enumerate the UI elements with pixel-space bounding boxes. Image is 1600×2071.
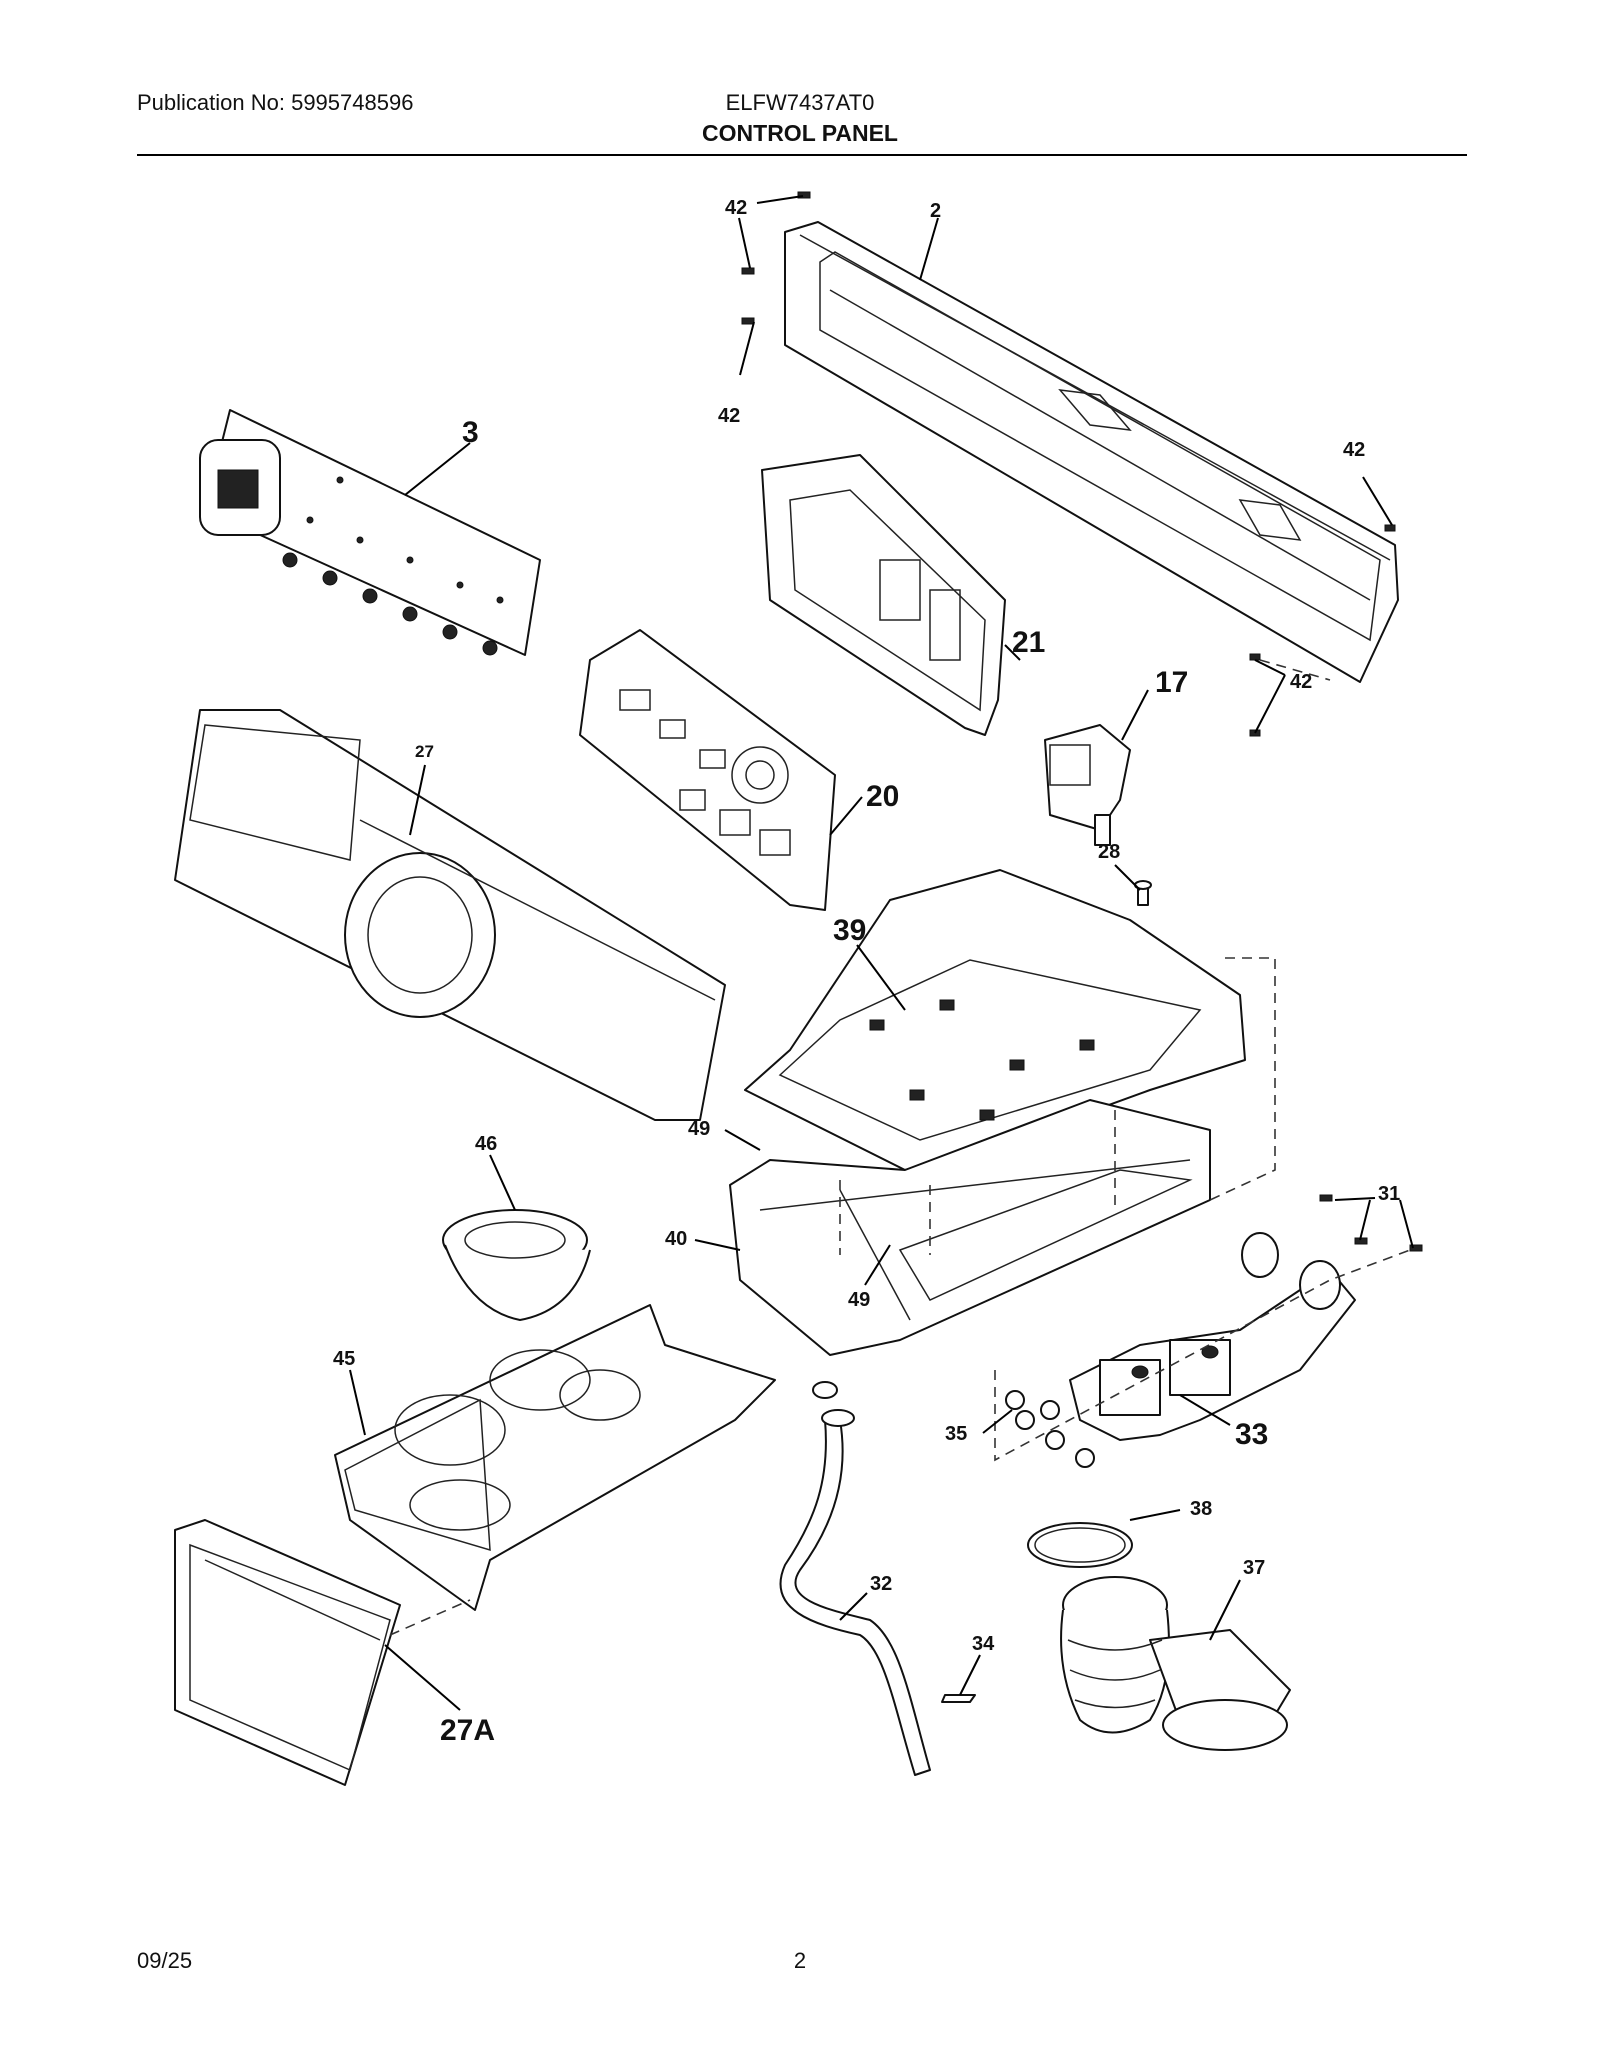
callout-49: 49 bbox=[848, 1289, 870, 1311]
part-32-hose bbox=[779, 1381, 931, 1776]
part-46-siphon-cap bbox=[442, 1209, 591, 1321]
leader-lines bbox=[349, 195, 1414, 1711]
part-27A-drawer-handle bbox=[174, 1519, 401, 1786]
callout-42: 42 bbox=[718, 405, 740, 427]
part-21-board-housing bbox=[761, 454, 1006, 736]
part-17-pressure-switch bbox=[1044, 724, 1131, 846]
callout-42: 42 bbox=[1343, 439, 1365, 461]
model-number: ELFW7437AT0 bbox=[725, 90, 875, 115]
callout-27: 27 bbox=[415, 742, 434, 761]
callout-27A: 27A bbox=[440, 1714, 495, 1747]
callout-45: 45 bbox=[333, 1348, 355, 1370]
part-33-inlet-valve bbox=[1069, 1232, 1356, 1441]
callout-33: 33 bbox=[1235, 1418, 1268, 1451]
part-27-console bbox=[174, 709, 726, 1121]
callout-31: 31 bbox=[1378, 1183, 1400, 1205]
callout-42: 42 bbox=[1290, 671, 1312, 693]
callout-34: 34 bbox=[972, 1633, 995, 1655]
part-39-dispenser-cover bbox=[744, 869, 1246, 1171]
header-rule bbox=[137, 154, 1467, 156]
publication-number: Publication No: 5995748596 bbox=[137, 90, 414, 115]
callouts: 42 2 42 3 42 21 17 42 27 20 28 39 46 49 … bbox=[333, 197, 1400, 1747]
callout-2: 2 bbox=[930, 200, 941, 222]
callout-3: 3 bbox=[462, 416, 479, 449]
callout-42: 42 bbox=[725, 197, 747, 219]
part-37-bellows bbox=[1060, 1576, 1291, 1751]
part-2-rear-frame bbox=[784, 221, 1399, 683]
part-40-dispenser-housing bbox=[729, 1099, 1211, 1356]
callout-38: 38 bbox=[1190, 1498, 1212, 1520]
callout-37: 37 bbox=[1243, 1557, 1265, 1579]
footer-date: 09/25 bbox=[137, 1948, 193, 1973]
callout-17: 17 bbox=[1155, 666, 1188, 699]
assembly-lines bbox=[389, 659, 1411, 1636]
callout-49: 49 bbox=[688, 1118, 710, 1140]
part-20-main-board bbox=[579, 629, 836, 911]
callout-21: 21 bbox=[1012, 626, 1045, 659]
callout-40: 40 bbox=[665, 1228, 687, 1250]
callout-20: 20 bbox=[866, 780, 899, 813]
callout-28: 28 bbox=[1098, 841, 1120, 863]
part-34-clip bbox=[941, 1694, 976, 1703]
footer-page-number: 2 bbox=[793, 1948, 807, 1973]
part-38-clamp bbox=[1027, 1522, 1133, 1568]
part-45-dispenser-drawer bbox=[334, 1304, 776, 1611]
part-35-nozzles bbox=[1005, 1390, 1095, 1468]
callout-46: 46 bbox=[475, 1133, 497, 1155]
part-3-ui-board bbox=[199, 409, 541, 656]
part-28-screw bbox=[1134, 880, 1152, 906]
callout-32: 32 bbox=[870, 1573, 892, 1595]
callout-39: 39 bbox=[833, 914, 866, 947]
callout-35: 35 bbox=[945, 1423, 967, 1445]
part-31-screws bbox=[1319, 1194, 1423, 1252]
section-title: CONTROL PANEL bbox=[702, 120, 898, 146]
